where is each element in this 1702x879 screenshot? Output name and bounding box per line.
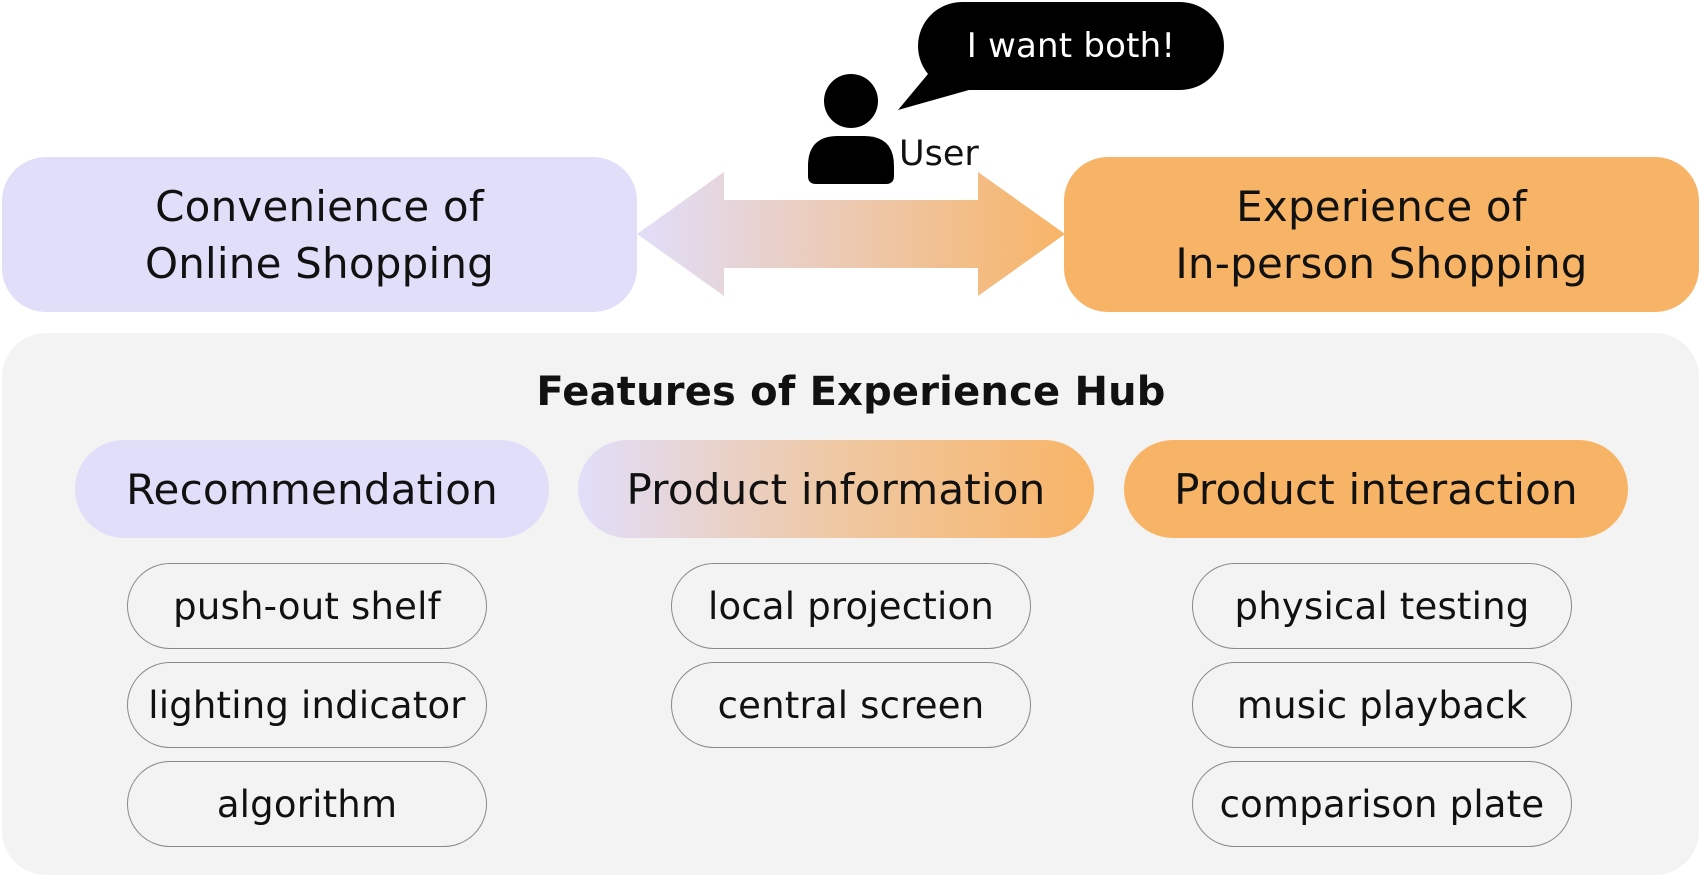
inperson-box-line1: Experience of: [1236, 181, 1527, 231]
features-panel: [2, 333, 1699, 875]
online-box-line1: Convenience of: [155, 181, 484, 231]
category-product-interaction: Product interaction: [1124, 440, 1628, 538]
in-person-shopping-box: Experience of In-person Shopping: [1064, 157, 1699, 312]
category-product-information: Product information: [578, 440, 1094, 538]
speech-bubble-text: I want both!: [966, 26, 1176, 66]
features-title: Features of Experience Hub: [536, 369, 1166, 415]
feature-item: central screen: [671, 662, 1031, 748]
speech-bubble-icon: [898, 2, 1224, 110]
feature-item: music playback: [1192, 662, 1572, 748]
category-recommendation: Recommendation: [75, 440, 549, 538]
person-icon: [808, 74, 894, 184]
feature-item: lighting indicator: [127, 662, 487, 748]
double-arrow-icon: [637, 172, 1065, 296]
feature-item: push-out shelf: [127, 563, 487, 649]
user-label: User: [899, 134, 979, 174]
feature-item: comparison plate: [1192, 761, 1572, 847]
online-shopping-box: Convenience of Online Shopping: [2, 157, 637, 312]
feature-item: algorithm: [127, 761, 487, 847]
feature-item: local projection: [671, 563, 1031, 649]
feature-item: physical testing: [1192, 563, 1572, 649]
inperson-box-line2: In-person Shopping: [1175, 238, 1588, 288]
online-box-line2: Online Shopping: [144, 238, 495, 288]
